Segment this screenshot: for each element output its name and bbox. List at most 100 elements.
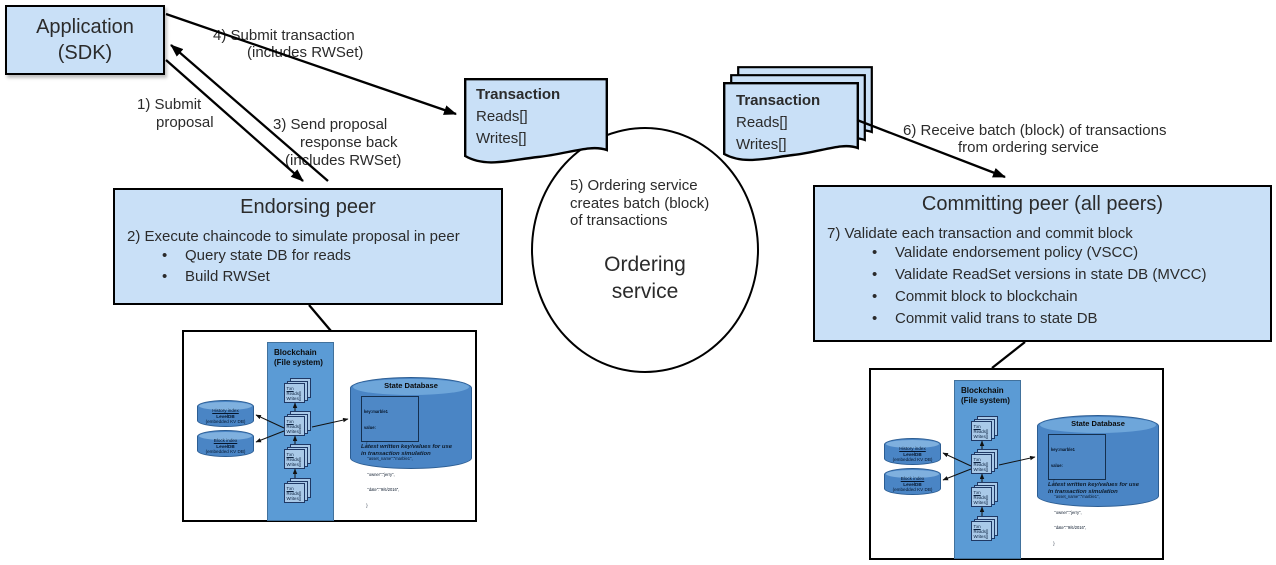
line-endorser-internals xyxy=(308,304,332,332)
txn-reads: Reads[] xyxy=(286,390,302,396)
leveldb-label: LevelDB xyxy=(216,413,235,419)
state-database-title: State Database xyxy=(1071,419,1125,428)
transaction-doc-text: Transaction Reads[] Writes[] xyxy=(476,84,560,150)
label-submit-transaction: (includes RWSet) xyxy=(247,44,364,61)
embedded-kv-label: (embedded KV DB) xyxy=(892,457,933,463)
endorsing-peer-step: 2) Execute chaincode to simulate proposa… xyxy=(127,228,460,245)
blockchain-title-line: Blockchain xyxy=(274,348,317,357)
kv-line: { xyxy=(364,440,368,446)
txn-page-front: Txn Reads[] Writes[] xyxy=(284,449,305,469)
application-title-line: Application xyxy=(36,16,134,38)
transaction-doc-title: Transaction xyxy=(736,92,821,109)
block-index-leveldb: Block index LevelDB (embedded KV DB) xyxy=(197,430,254,457)
kv-line: } xyxy=(364,503,368,509)
endorsing-peer-box: Endorsing peer 2) Execute chaincode to s… xyxy=(113,188,503,305)
leveldb-label: LevelDB xyxy=(216,443,235,449)
kv-line: "asset_name":"marble1", xyxy=(364,456,413,462)
kv-line: key:marble1 xyxy=(1051,447,1075,453)
ordering-title-line: service xyxy=(611,280,679,303)
committing-peer-bullet: Commit block to blockchain xyxy=(872,286,1270,308)
txn-label: Txn xyxy=(973,489,981,495)
transaction-doc-title: Transaction xyxy=(476,86,561,103)
embedded-kv-label: (embedded KV DB) xyxy=(205,419,246,425)
embedded-kv-label: (embedded KV DB) xyxy=(892,487,933,493)
state-db-note-line: Latest written key/values for use xyxy=(1048,482,1140,488)
txn-label: Txn xyxy=(973,456,981,462)
label-send-response: (includes RWSet) xyxy=(285,152,402,169)
key-value-box: key:marble1 value: { "asset_name":"marbl… xyxy=(361,396,419,508)
label-submit-proposal: proposal xyxy=(156,114,214,131)
label-submit-transaction: 4) Submit transaction xyxy=(213,27,355,44)
transaction-document: Transaction Reads[] Writes[] xyxy=(464,78,608,166)
blockchain-column-title: Blockchain (File system) xyxy=(955,381,1020,405)
transaction-document-stack: Transaction Reads[] Writes[] xyxy=(723,66,875,168)
txn-page-front: Txn Reads[] Writes[] xyxy=(971,421,992,441)
kv-line: value: xyxy=(1051,463,1063,469)
txn-reads: Reads[] xyxy=(286,490,302,496)
key-value-box: key:marble1 value: { "asset_name":"marbl… xyxy=(1048,434,1106,546)
txn-reads: Reads[] xyxy=(286,423,302,429)
txn-writes: Writes[] xyxy=(286,495,301,501)
kv-line: key:marble1 xyxy=(364,409,388,415)
leveldb-label: LevelDB xyxy=(903,451,922,457)
history-index-leveldb: History index LevelDB (embedded KV DB) xyxy=(197,400,254,427)
blockchain-column-title: Blockchain (File system) xyxy=(268,343,333,367)
txn-writes: Writes[] xyxy=(973,433,988,439)
application-title-line: (SDK) xyxy=(57,42,113,64)
txn-label: Txn xyxy=(286,418,294,424)
line-committer-internals xyxy=(991,341,1026,369)
state-db-note-line: in transaction simulation xyxy=(361,451,431,458)
txn-label: Txn xyxy=(286,451,294,457)
block-index-label: Block index xyxy=(900,476,925,481)
document-shape xyxy=(464,78,608,164)
state-db-note-line: Latest written key/values for use xyxy=(361,444,453,450)
txn-doc-stack: Txn Reads[] Writes[] xyxy=(971,416,999,441)
label-submit-proposal: 1) Submit xyxy=(137,96,202,113)
committing-peer-bullet: Validate endorsement policy (VSCC) xyxy=(872,242,1270,264)
txn-writes: Writes[] xyxy=(973,499,988,505)
committing-peer-box: Committing peer (all peers) 7) Validate … xyxy=(813,185,1272,342)
state-database-cylinder: State Database key:marble1 value: { "ass… xyxy=(350,377,472,508)
kv-line: "asset_name":"marble1", xyxy=(1051,494,1100,500)
kv-line: value: xyxy=(364,425,376,431)
label-send-response: response back xyxy=(300,134,398,151)
transaction-stack-text: Transaction Reads[] Writes[] xyxy=(736,90,820,156)
endorsing-peer-bullet: Query state DB for reads xyxy=(162,245,501,266)
txn-reads: Reads[] xyxy=(286,456,302,462)
leveldb-label: LevelDB xyxy=(903,481,922,487)
ordering-service-circle xyxy=(531,127,759,373)
txn-writes: Writes[] xyxy=(286,395,301,401)
endorsing-peer-bullet: Build RWSet xyxy=(162,266,501,287)
history-index-leveldb: History index LevelDB (embedded KV DB) xyxy=(884,438,941,465)
txn-doc-stack: Txn Reads[] Writes[] xyxy=(284,378,312,403)
blockchain-title-line: (File system) xyxy=(274,357,323,367)
txn-page-front: Txn Reads[] Writes[] xyxy=(284,416,305,436)
ordering-note-line: 5) Ordering service xyxy=(570,177,698,194)
committing-peer-title: Committing peer (all peers) xyxy=(921,193,1164,215)
txn-page-front: Txn Reads[] Writes[] xyxy=(284,483,305,503)
block-index-leveldb: Block index LevelDB (embedded KV DB) xyxy=(884,468,941,495)
state-database-cylinder: State Database key:marble1 value: { "ass… xyxy=(1037,415,1159,546)
label-receive-batch: 6) Receive batch (block) of transactions xyxy=(903,122,1167,139)
kv-line: "date":"9/6/2016", xyxy=(1051,525,1087,531)
kv-line: "date":"9/6/2016", xyxy=(364,487,400,493)
label-receive-batch: from ordering service xyxy=(958,139,1099,156)
transaction-doc-writes: Writes[] xyxy=(476,130,527,147)
txn-label: Txn xyxy=(286,485,294,491)
txn-reads: Reads[] xyxy=(973,494,989,500)
ordering-title-line: Ordering xyxy=(604,253,686,276)
txn-label: Txn xyxy=(973,523,981,529)
ordering-note-line: of transactions xyxy=(570,212,668,229)
txn-page-front: Txn Reads[] Writes[] xyxy=(971,454,992,474)
txn-label: Txn xyxy=(286,385,294,391)
txn-reads: Reads[] xyxy=(973,528,989,534)
kv-line: "owner":"jerry", xyxy=(364,471,395,477)
txn-writes: Writes[] xyxy=(973,466,988,472)
history-index-label: History index xyxy=(899,446,926,451)
ordering-service-note: 5) Ordering service creates batch (block… xyxy=(570,177,740,230)
embedded-kv-label: (embedded KV DB) xyxy=(205,449,246,455)
transaction-doc-reads: Reads[] xyxy=(736,114,788,131)
txn-page-front: Txn Reads[] Writes[] xyxy=(284,383,305,403)
txn-doc-stack: Txn Reads[] Writes[] xyxy=(971,449,999,474)
